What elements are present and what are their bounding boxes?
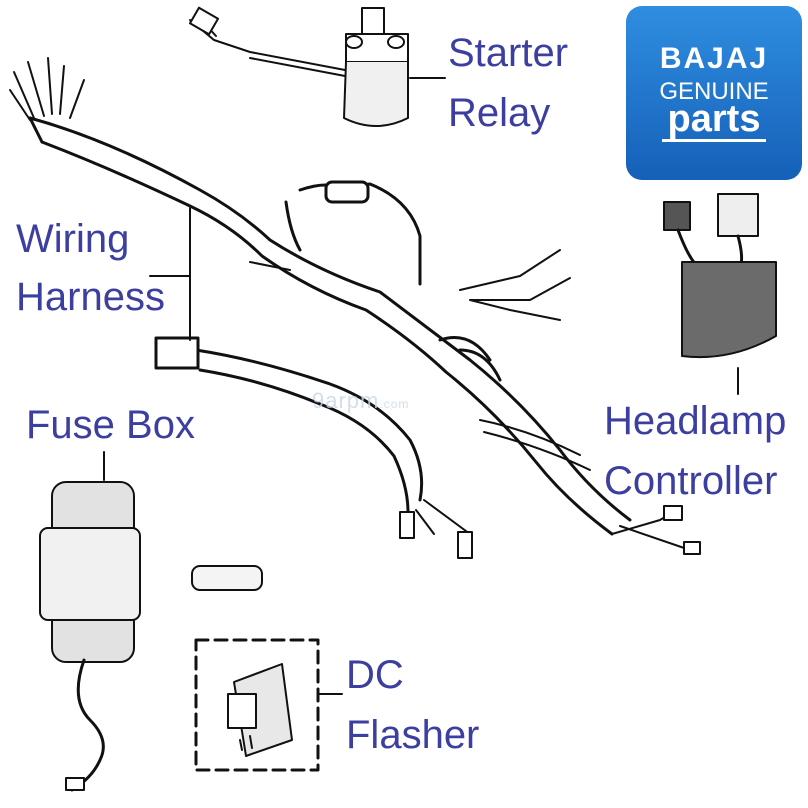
label-starter-relay-line1: Starter (448, 31, 569, 75)
label-headlamp-controller-line1: Headlamp (604, 399, 787, 443)
logo-parts: parts (667, 98, 761, 140)
fuse-box (39, 451, 141, 792)
starter-relay (188, 6, 446, 127)
watermark: 9arpm.com (312, 388, 410, 413)
logo-underline (662, 139, 766, 142)
logo-brand: BAJAJ (659, 42, 769, 75)
label-starter-relay-line2: Relay (448, 91, 551, 135)
label-fuse-box: Fuse Box (26, 403, 195, 447)
label-dc-flasher-line2: Flasher (346, 713, 480, 757)
headlamp-controller (663, 193, 777, 395)
fuse (191, 565, 263, 591)
logo-genuine: GENUINE (659, 78, 769, 105)
harness-pointer (149, 207, 191, 341)
label-headlamp-controller-line2: Controller (604, 459, 778, 503)
label-wiring-harness-line1: Wiring (16, 217, 130, 261)
label-dc-flasher-line1: DC (346, 653, 404, 697)
label-wiring-harness-line2: Harness (16, 275, 165, 319)
wiring-harness (9, 57, 701, 559)
bajaj-genuine-parts-logo: BAJAJ GENUINE parts (626, 6, 802, 180)
dc-flasher (194, 638, 343, 772)
